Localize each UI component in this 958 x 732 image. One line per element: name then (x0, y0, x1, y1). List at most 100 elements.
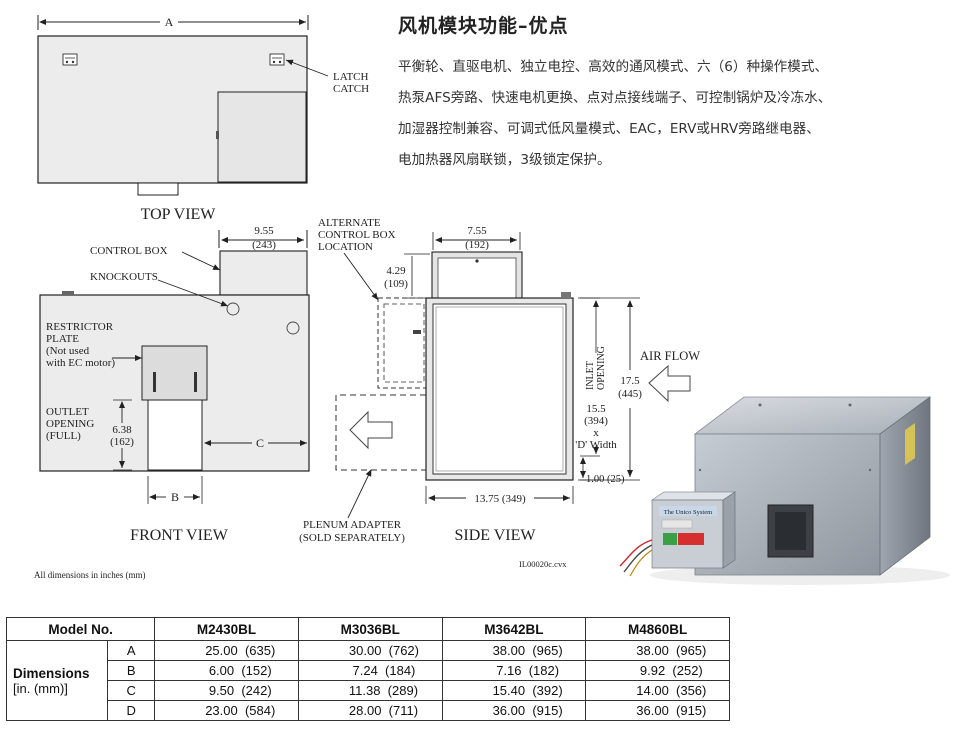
dimensions-note: All dimensions in inches (mm) (34, 570, 146, 580)
top-view-panel (217, 91, 307, 183)
outlet-opening (147, 399, 203, 471)
plenum-adapter-outline (335, 394, 426, 471)
latch-right-icon (269, 53, 285, 66)
dimensions-row-label: Dimensions [in. (mm)] (5, 640, 109, 721)
outlet-label-1: OUTLET (46, 406, 89, 418)
bottom-margin-label: 1.00 (25) (586, 474, 625, 485)
table-cell: 9.92 (252) (585, 660, 730, 681)
dim-a-label: A (165, 15, 174, 29)
airflow-label: AIR FLOW (640, 349, 700, 363)
box-width-mm: (243) (252, 239, 276, 251)
front-view-title: FRONT VIEW (130, 527, 229, 544)
drawing-code: IL00020c.cvx (519, 559, 567, 569)
feature-line-3: 加湿器控制兼容、可调式低风量模式、EAC，ERV或HRV旁路继电器、 (398, 121, 820, 137)
top-width-mm: (192) (465, 239, 489, 251)
table-cell: 38.00 (965) (441, 640, 587, 661)
feature-description: 平衡轮、直驱电机、独立电控、高效的通风模式、六（6）种操作模式、 热泵AFS旁路… (398, 52, 948, 176)
dim-letter: A (107, 640, 156, 661)
table-row: D 23.00 (584) 28.00 (711) 36.00 (915) 36… (7, 700, 730, 721)
side-view-title: SIDE VIEW (454, 527, 536, 544)
airflow-arrow-icon (648, 364, 691, 403)
alternate-box-outline (377, 297, 427, 389)
dim-letter: C (107, 680, 156, 701)
table-row: B 6.00 (152) 7.24 (184) 7.16 (182) 9.92 … (7, 660, 730, 681)
table-cell: 7.24 (184) (297, 660, 443, 681)
restrictor-plate (141, 345, 208, 401)
feature-line-4: 电加热器风扇联锁，3级锁定保护。 (398, 152, 611, 168)
control-box (219, 250, 308, 296)
knockout-1-icon (226, 302, 240, 316)
feature-line-1: 平衡轮、直驱电机、独立电控、高效的通风模式、六（6）种操作模式、 (398, 59, 829, 75)
dim-b-label: B (171, 490, 179, 504)
table-cell: 7.16 (182) (441, 660, 587, 681)
outlet-arrow-icon (349, 410, 393, 450)
table-cell: 30.00 (762) (297, 640, 443, 661)
box-width-in: 9.55 (254, 225, 274, 237)
table-cell: 23.00 (584) (154, 700, 299, 721)
inlet-dim-3: x (593, 427, 599, 439)
top-view: A LATCH CATCH TOP VIEW (37, 15, 369, 223)
box-height-in: 4.29 (386, 265, 406, 277)
side-view: ALTERNATE CONTROL BOX LOCATION 7.55 (192… (299, 217, 700, 569)
inlet-label-2: OPENING (596, 346, 607, 390)
top-view-title: TOP VIEW (141, 206, 217, 223)
alternate-label-3: LOCATION (318, 241, 373, 253)
inlet-dim-2: (394) (584, 415, 608, 427)
dim-letter: B (107, 660, 156, 681)
table-cell: 28.00 (711) (297, 700, 443, 721)
plenum-label-2: (SOLD SEPARATELY) (299, 532, 405, 544)
model-header: M3642BL (441, 617, 587, 641)
table-cell: 36.00 (915) (441, 700, 587, 721)
latch-label-2: CATCH (333, 83, 369, 95)
model-no-header: Model No. (5, 617, 156, 641)
model-header: M4860BL (585, 617, 730, 641)
outlet-label-2: OPENING (46, 418, 94, 430)
dimensions-table: Model No. M2430BL M3036BL M3642BL M4860B… (5, 617, 730, 721)
outlet-label-3: (FULL) (46, 430, 81, 442)
plenum-label-1: PLENUM ADAPTER (303, 519, 402, 531)
inlet-dim-4: 'D' Width (575, 439, 617, 451)
control-box-label: CONTROL BOX (90, 245, 168, 257)
table-cell: 25.00 (635) (154, 640, 299, 661)
alternate-label-2: CONTROL BOX (318, 229, 396, 241)
restrictor-label-4: with EC motor) (46, 357, 115, 369)
height-mm: (445) (618, 388, 642, 400)
front-view: 9.55 (243) CONTROL BOX KNOCKOUTS RESTRIC… (39, 225, 310, 544)
table-cell: 9.50 (242) (154, 680, 299, 701)
table-row: C 9.50 (242) 11.38 (289) 15.40 (392) 14.… (7, 680, 730, 701)
outlet-dim-in: 6.38 (112, 424, 132, 436)
restrictor-label-2: PLATE (46, 333, 79, 345)
table-cell: 36.00 (915) (585, 700, 730, 721)
table-header-row: Model No. M2430BL M3036BL M3642BL M4860B… (5, 617, 730, 641)
latch-left-icon (62, 53, 78, 66)
technical-drawing: A LATCH CATCH TOP VIEW 9.55 (243) CONTRO… (34, 15, 950, 585)
page-title: 风机模块功能–优点 (398, 15, 569, 37)
table-cell: 14.00 (356) (585, 680, 730, 701)
knockout-2-icon (286, 321, 300, 335)
height-in: 17.5 (620, 375, 640, 387)
dim-c-label: C (256, 436, 264, 450)
table-cell: 38.00 (965) (585, 640, 730, 661)
table-cell: 15.40 (392) (441, 680, 587, 701)
product-photo: The Unico System (619, 396, 950, 585)
top-width-in: 7.55 (467, 225, 487, 237)
dim-letter: D (107, 700, 156, 721)
model-header: M2430BL (154, 617, 299, 641)
feature-line-2: 热泵AFS旁路、快速电机更换、点对点接线端子、可控制锅炉及冷冻水、 (398, 90, 832, 106)
depth-label: 13.75 (349) (474, 493, 526, 505)
alternate-label-1: ALTERNATE (318, 217, 381, 229)
inlet-dim-1: 15.5 (586, 403, 606, 415)
inlet-label-1: INLET (585, 361, 596, 390)
restrictor-label-3: (Not used (46, 345, 90, 357)
model-header: M3036BL (297, 617, 443, 641)
dimensions-label: Dimensions (13, 665, 90, 681)
table-cell: 6.00 (152) (154, 660, 299, 681)
knockouts-label: KNOCKOUTS (90, 271, 158, 283)
latch-label-1: LATCH (333, 71, 369, 83)
table-row: Dimensions [in. (mm)] A 25.00 (635) 30.0… (5, 640, 730, 721)
dimensions-unit: [in. (mm)] (13, 680, 68, 696)
table-cell: 11.38 (289) (297, 680, 443, 701)
box-height-mm: (109) (384, 278, 408, 290)
photo-label: The Unico System (664, 509, 712, 516)
outlet-dim-mm: (162) (110, 436, 134, 448)
